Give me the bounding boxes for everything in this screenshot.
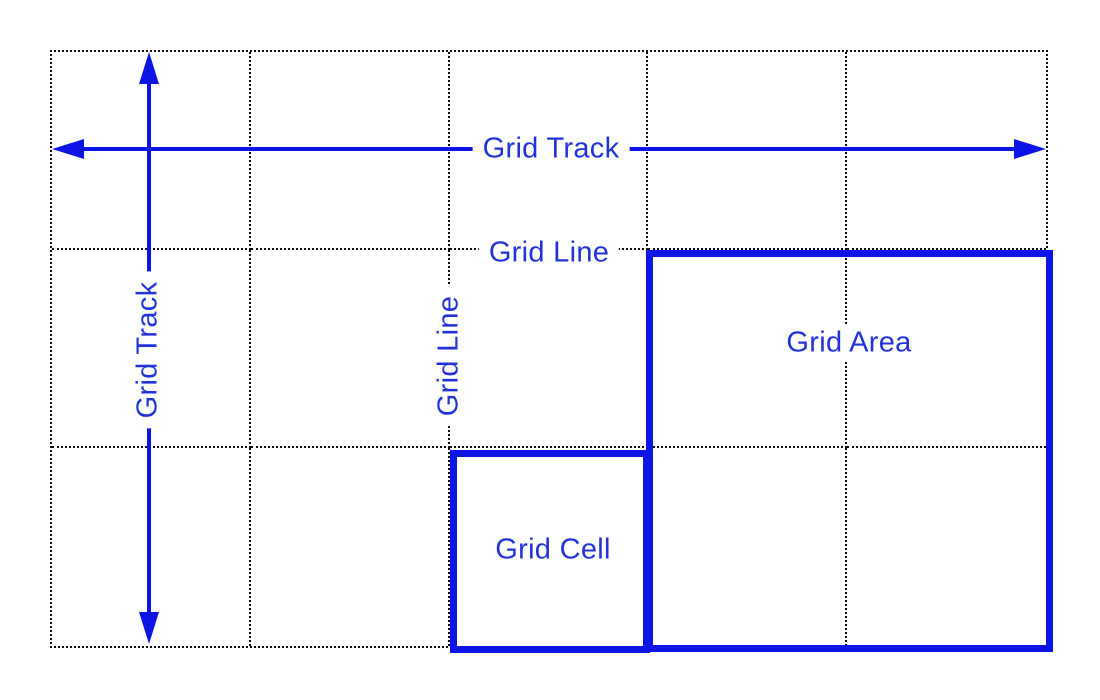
grid-area-box: [646, 250, 1053, 652]
grid-cell-bg: [648, 448, 848, 646]
grid-cell-bg: [52, 448, 251, 646]
grid-cell-label: Grid Cell: [495, 533, 611, 566]
grid-track-row-label: Grid Track: [472, 130, 630, 168]
grid-cell-bg: [847, 250, 1046, 448]
grid-cell-bg: [52, 250, 251, 448]
grid-line-column-label: Grid Line: [430, 285, 468, 427]
grid-cell-box: [450, 450, 650, 653]
grid-cell-bg: [251, 448, 450, 646]
grid-cell-bg: [847, 52, 1046, 250]
grid-line-row-label: Grid Line: [478, 234, 620, 272]
grid-track-column-label: Grid Track: [129, 271, 167, 429]
grid-area-label: Grid Area: [776, 324, 922, 362]
